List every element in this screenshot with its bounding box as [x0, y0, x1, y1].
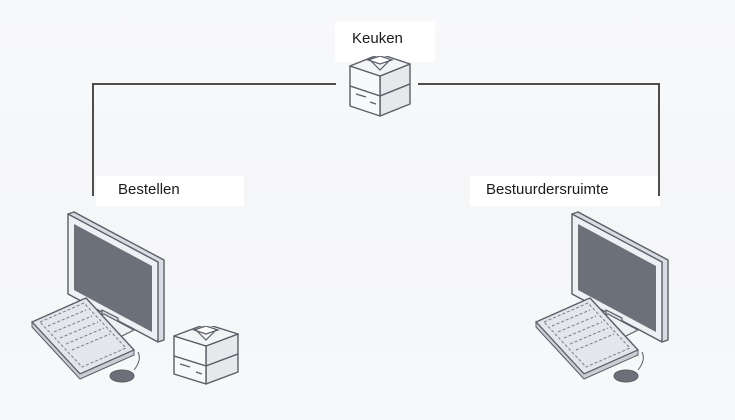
- wire-kitchen-to-management: [418, 83, 660, 196]
- management-computer-icon: [535, 211, 669, 383]
- management-label: Bestuurdersruimte: [486, 181, 609, 198]
- kitchen-label: Keuken: [352, 30, 403, 47]
- management-label-panel: [470, 176, 660, 206]
- kitchen-printer-icon: [349, 56, 411, 117]
- ordering-printer-icon: [173, 326, 239, 385]
- ordering-computer-icon: [31, 211, 165, 383]
- ordering-label: Bestellen: [118, 181, 180, 198]
- wire-ordering-to-kitchen: [92, 83, 336, 196]
- ordering-label-panel: [96, 176, 244, 206]
